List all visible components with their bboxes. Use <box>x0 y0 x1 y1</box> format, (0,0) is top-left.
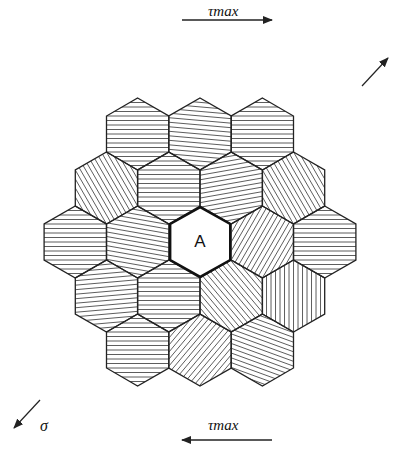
grain-hatching <box>282 206 368 278</box>
stress-arrow <box>362 58 388 86</box>
grain-outline <box>169 98 231 170</box>
grain-hatching <box>258 253 330 339</box>
shear-stress-label: τmax <box>208 418 238 433</box>
grain-outline <box>107 314 169 386</box>
grain-a: A <box>169 206 231 278</box>
grain-outline <box>262 152 324 224</box>
grain-outline <box>107 206 169 278</box>
grain-hatching <box>32 206 118 278</box>
grain-hatching <box>209 301 315 398</box>
normal-stress-label: σ <box>40 418 48 434</box>
grain-hatching <box>145 294 256 406</box>
grain-hatching <box>94 98 180 170</box>
shear-arrow <box>182 19 272 20</box>
grain-outline <box>75 260 137 332</box>
grain-outline <box>44 206 106 278</box>
grain-outline <box>231 314 293 386</box>
shear-arrow <box>182 439 272 440</box>
grain-hatching <box>94 314 180 386</box>
stress-arrow <box>14 400 40 428</box>
grain-outline <box>262 260 324 332</box>
shear-stress-label: τmax <box>208 4 238 19</box>
grain-outline <box>169 314 231 386</box>
grain-label: A <box>194 232 205 252</box>
